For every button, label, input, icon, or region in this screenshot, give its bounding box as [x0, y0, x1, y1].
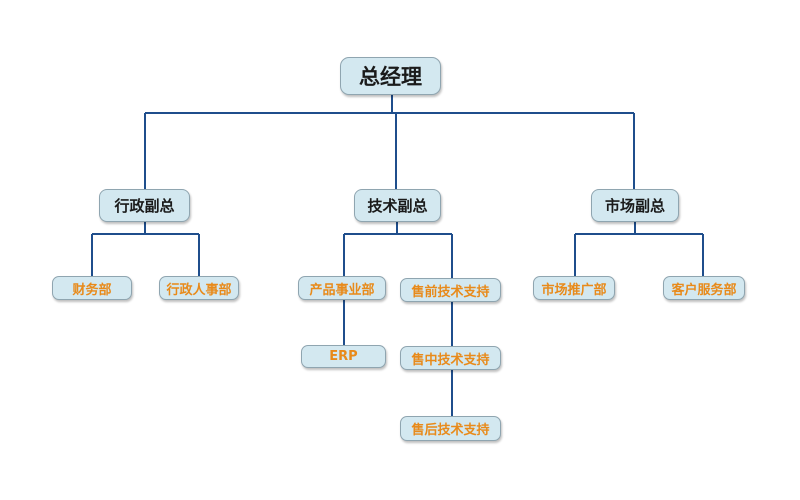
node-erp: ERP [301, 345, 386, 368]
node-presales-support: 售前技术支持 [400, 278, 501, 302]
node-vp-admin: 行政副总 [99, 189, 190, 222]
node-admin-hr-dept: 行政人事部 [159, 276, 239, 300]
node-market-promotion-dept: 市场推广部 [533, 276, 615, 300]
node-customer-service-dept: 客户服务部 [663, 276, 745, 300]
node-product-division: 产品事业部 [298, 276, 386, 300]
node-vp-market: 市场副总 [591, 189, 679, 222]
node-finance-dept: 财务部 [52, 276, 132, 300]
node-aftersales-support: 售后技术支持 [400, 416, 501, 441]
node-general-manager: 总经理 [340, 57, 441, 95]
node-insales-support: 售中技术支持 [400, 346, 501, 370]
node-vp-tech: 技术副总 [354, 189, 441, 222]
